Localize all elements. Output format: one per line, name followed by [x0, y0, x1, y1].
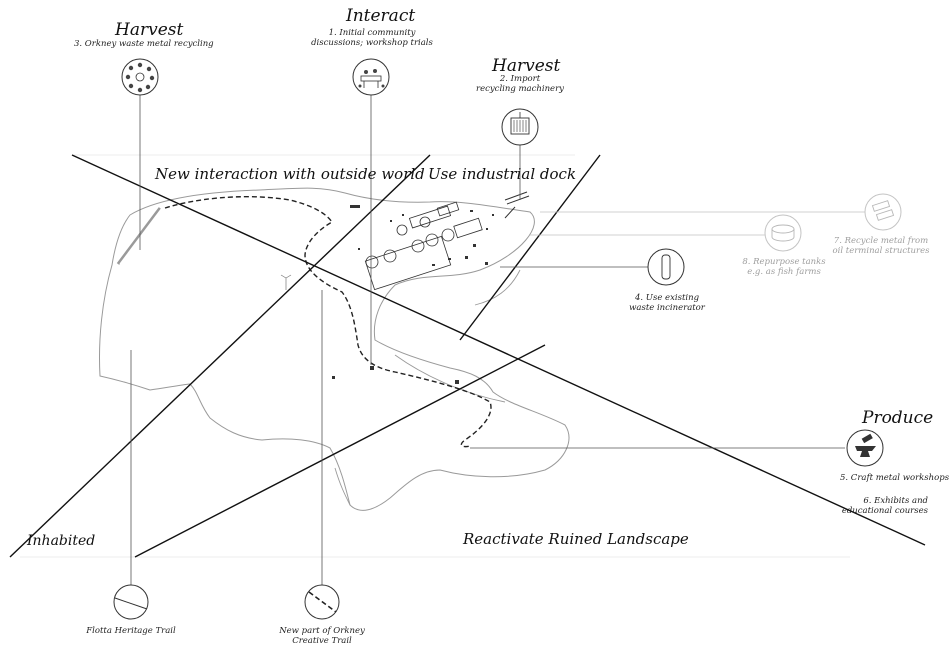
creative-trail-route	[164, 196, 492, 448]
zone-outside-world: New interaction with outside world	[155, 165, 425, 183]
stage-orkney-heading: Harvest	[115, 20, 184, 40]
stage-oil-terminal-caption: 7. Recycle metal from oil terminal struc…	[832, 236, 930, 256]
dashed-trail-icon	[304, 584, 340, 620]
divider-diagonal-main	[71, 154, 926, 546]
recycling-wheel-icon	[121, 58, 159, 96]
stage-produce-caption: 5. Craft metal workshops	[840, 473, 949, 483]
stage-tanks-caption: 8. Repurpose tanks e.g. as fish farms	[742, 257, 826, 277]
frame-lines	[20, 154, 850, 558]
tank-grid	[364, 201, 483, 291]
shipping-container-icon	[501, 108, 539, 146]
metal-beams-icon	[864, 193, 902, 231]
stage-incinerator-caption: 4. Use existing waste incinerator	[629, 293, 705, 313]
division-lines	[9, 154, 926, 558]
anvil-icon	[846, 429, 884, 467]
zone-inhabited: Inhabited	[27, 533, 96, 549]
workshop-table-icon	[352, 58, 390, 96]
inner-coastline	[334, 269, 521, 506]
tank-icon	[764, 214, 802, 252]
western-spit	[116, 207, 162, 265]
zone-ruined: Reactivate Ruined Landscape	[463, 530, 689, 548]
dock	[504, 191, 530, 219]
stage-produce-caption-2: 6. Exhibits and educational courses	[841, 496, 928, 516]
zone-industrial-dock: Use industrial dock	[428, 165, 577, 183]
site-detail-dots	[332, 205, 494, 384]
chimney-icon	[647, 248, 685, 286]
divider-dock	[459, 154, 601, 341]
stage-machinery-heading: Harvest	[492, 56, 561, 76]
stage-machinery-caption: 2. Import recycling machinery	[476, 74, 564, 94]
divider-ruined	[134, 344, 546, 558]
faded-leader-lines	[530, 211, 865, 236]
windmill	[280, 274, 292, 290]
trail-line-icon	[113, 584, 149, 620]
stage-community-heading: Interact	[346, 6, 416, 26]
stage-produce-heading: Produce	[862, 408, 934, 428]
stage-orkney-caption: 3. Orkney waste metal recycling	[74, 39, 214, 49]
leader-lines	[130, 95, 845, 585]
island-outline	[99, 187, 570, 511]
stage-community-caption: 1. Initial community discussions; worksh…	[311, 28, 433, 48]
trail-heritage-label: Flotta Heritage Trail	[86, 626, 176, 636]
industrial-site	[280, 191, 530, 384]
divider-inhabited	[9, 154, 431, 558]
trail-creative-label: New part of Orkney Creative Trail	[279, 626, 365, 646]
